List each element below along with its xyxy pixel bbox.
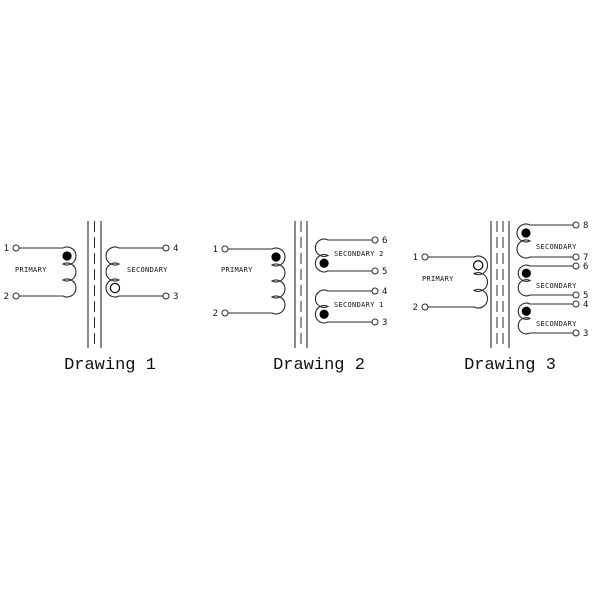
terminal-circle <box>12 244 20 252</box>
terminal-number: 3 <box>382 318 387 328</box>
drawing-caption: Drawing 1 <box>64 356 156 375</box>
secondary-top-label: SECONDARY <box>536 243 577 251</box>
polarity-dot-filled <box>271 252 281 262</box>
terminal-circle <box>572 253 580 261</box>
terminal-number: 8 <box>583 221 588 231</box>
polarity-dot-filled <box>521 228 531 238</box>
secondary-bottom-winding-coil <box>517 302 576 335</box>
terminal-number: 6 <box>382 236 387 246</box>
terminal-circle <box>572 291 580 299</box>
polarity-dot-open <box>473 260 484 271</box>
primary-winding-coil <box>225 247 286 315</box>
terminal-number: 3 <box>583 329 588 339</box>
secondary-middle-winding-coil <box>517 264 576 297</box>
terminal-circle <box>162 244 170 252</box>
terminal-number: 1 <box>213 245 218 255</box>
polarity-dot-open <box>109 282 121 294</box>
terminal-circle <box>162 292 170 300</box>
terminal-number: 4 <box>173 244 178 254</box>
terminal-circle <box>12 292 20 300</box>
secondary-2-winding-coil <box>314 238 375 273</box>
primary-winding-coil <box>425 255 489 309</box>
terminal-circle <box>371 267 379 275</box>
terminal-circle <box>371 318 379 326</box>
terminal-number: 6 <box>583 262 588 272</box>
terminal-circle <box>572 262 580 270</box>
terminal-number: 5 <box>382 267 387 277</box>
terminal-number: 2 <box>413 303 418 313</box>
drawing-3: PRIMARY12SECONDARY87SECONDARY65SECONDARY… <box>413 221 588 375</box>
drawing-caption: Drawing 3 <box>464 356 556 375</box>
terminal-circle <box>572 221 580 229</box>
terminal-number: 1 <box>413 253 418 263</box>
terminal-circle <box>221 309 229 317</box>
secondary-1-winding-coil <box>314 289 375 324</box>
polarity-dot-filled <box>521 268 531 278</box>
secondary-winding-coil <box>105 246 166 298</box>
terminal-number: 2 <box>213 309 218 319</box>
terminal-circle <box>421 303 429 311</box>
terminal-number: 3 <box>173 292 178 302</box>
secondary-middle-label: SECONDARY <box>536 282 577 290</box>
polarity-dot-filled <box>319 258 329 268</box>
polarity-dot-filled <box>521 306 531 316</box>
polarity-dot-filled <box>62 251 72 261</box>
terminal-number: 5 <box>583 291 588 301</box>
terminal-number: 1 <box>4 244 9 254</box>
primary-label: PRIMARY <box>15 266 47 274</box>
terminal-circle <box>371 287 379 295</box>
terminal-circle <box>421 253 429 261</box>
primary-label: PRIMARY <box>221 266 253 274</box>
drawing-caption: Drawing 2 <box>273 356 365 375</box>
terminal-circle <box>221 245 229 253</box>
terminal-number: 4 <box>382 287 387 297</box>
primary-label: PRIMARY <box>422 275 454 283</box>
secondary-1-label: SECONDARY 1 <box>334 301 384 309</box>
terminal-number: 7 <box>583 253 588 263</box>
primary-winding-coil <box>16 246 77 298</box>
secondary-label: SECONDARY <box>127 266 168 274</box>
secondary-top-winding-coil <box>516 223 576 259</box>
terminal-number: 4 <box>583 300 588 310</box>
polarity-dot-filled <box>319 309 329 319</box>
terminal-circle <box>572 300 580 308</box>
terminal-circle <box>572 329 580 337</box>
terminal-number: 2 <box>4 292 9 302</box>
terminal-circle <box>371 236 379 244</box>
secondary-bottom-label: SECONDARY <box>536 320 577 328</box>
secondary-2-label: SECONDARY 2 <box>334 250 384 258</box>
